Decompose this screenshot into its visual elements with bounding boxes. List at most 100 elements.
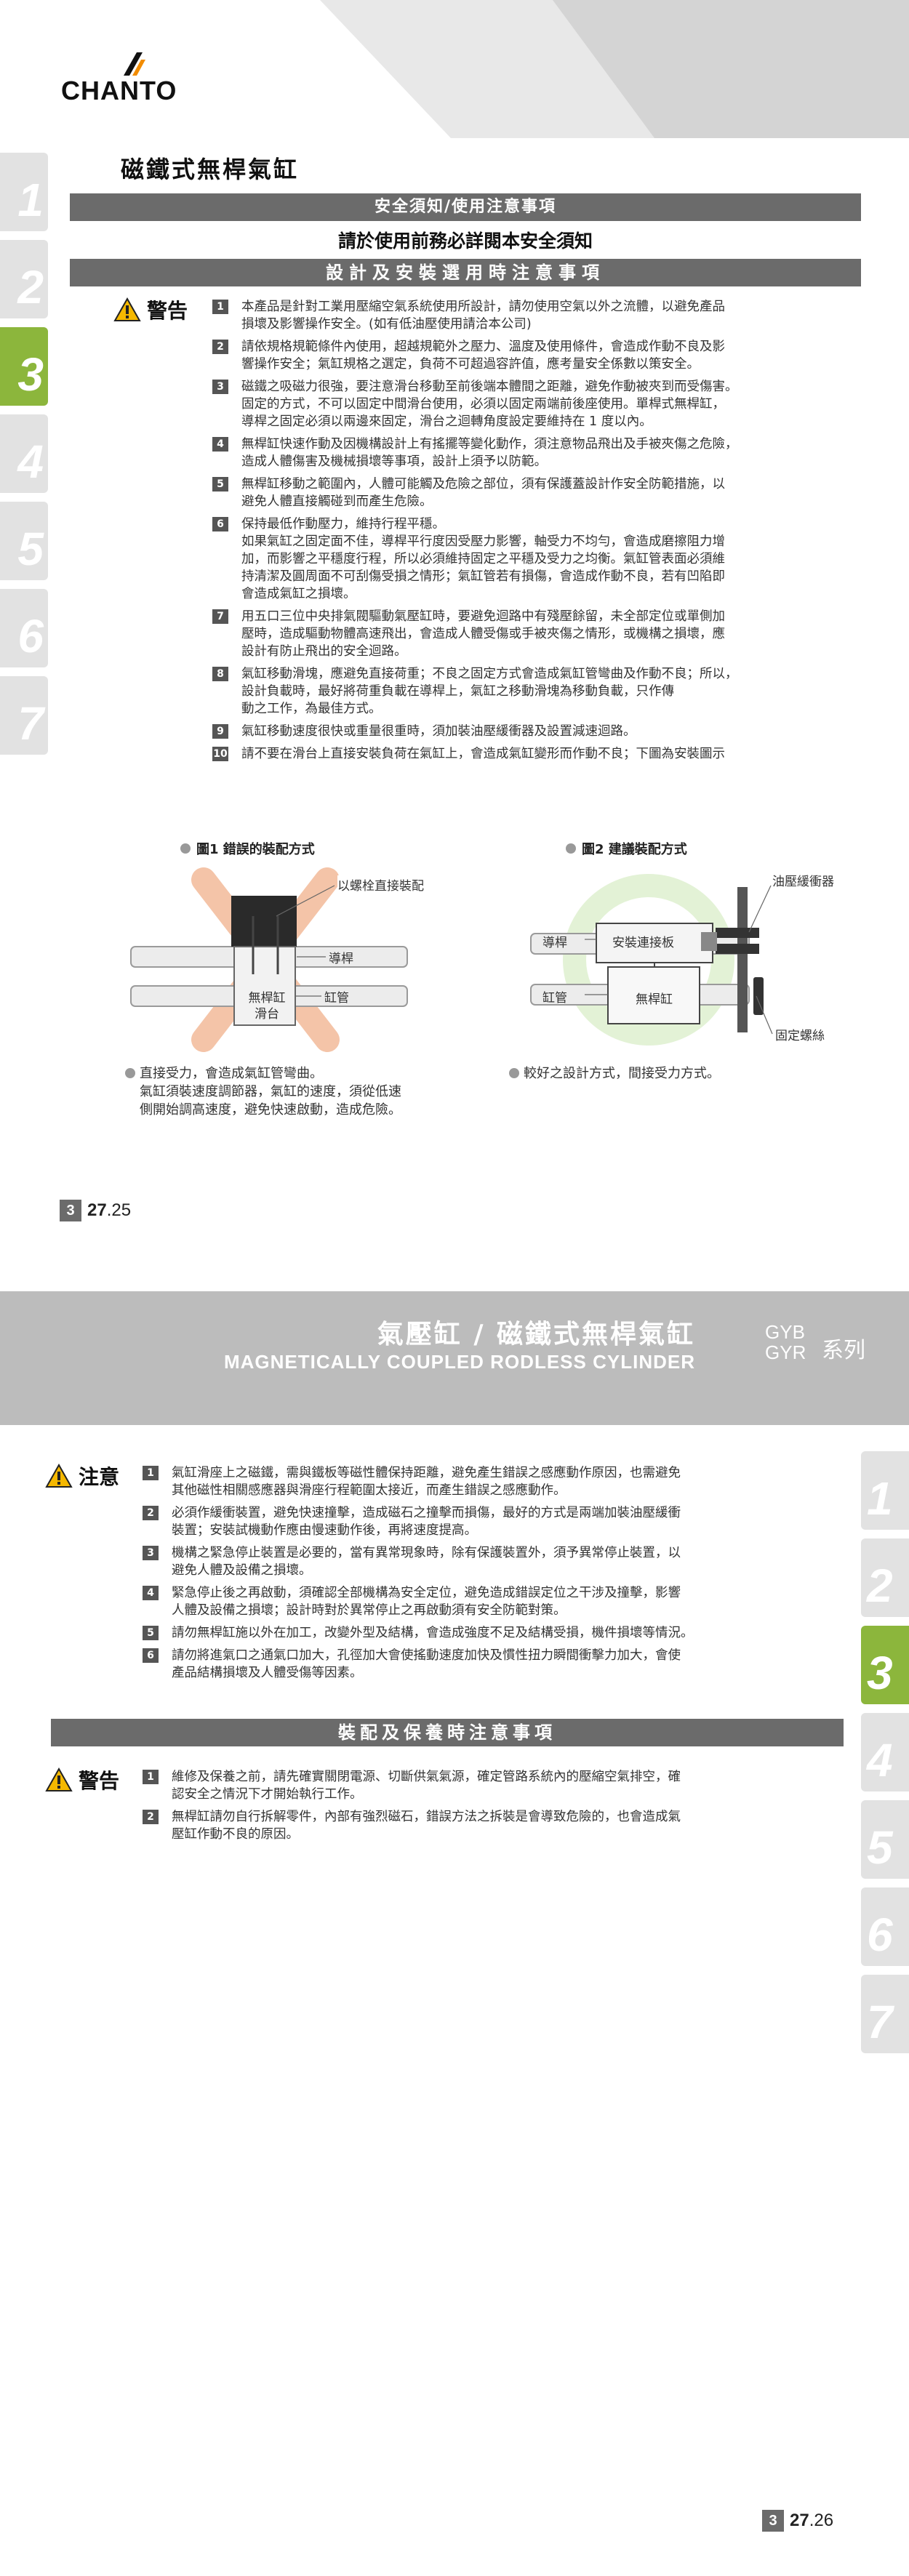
item-number-badge: 9 (212, 724, 228, 739)
item-text-line: 損壞及影響操作安全。(如有低油壓使用請洽本公司) (241, 317, 532, 332)
figure2-label-plate: 安裝連接板 (612, 936, 674, 950)
item-number-badge: 1 (143, 1466, 159, 1480)
chapter-tab-7[interactable]: 7 (861, 1975, 909, 2053)
warning-label-text: 警告 (147, 299, 188, 323)
chapter-tabs-right: 1 2 3 4 5 6 7 (861, 1451, 909, 2062)
chapter-tab-2[interactable]: 2 (861, 1538, 909, 1617)
safety-band: 安全須知/使用注意事項 (70, 193, 861, 221)
item-text-line: 壓時，造成驅動物體高速飛出，會造成人體受傷或手被夾傷之情形，或機構之損壞，應 (241, 627, 725, 641)
item-text-line: 保持最低作動壓力，維持行程平穩。 (241, 517, 445, 531)
item-text-line: 避免人體直接觸碰到而產生危險。 (241, 494, 433, 509)
chapter-tab-1[interactable]: 1 (861, 1451, 909, 1530)
list-item: 5 請勿無桿缸施以外在加工，改變外型及結構，會造成強度不足及結構受損，機件損壞等情… (143, 1624, 797, 1642)
item-text-line: 加，而影響之平穩度行程，所以必須維持固定之平穩及受力之均衡。氣缸管表面必須維 (241, 552, 725, 566)
item-text-line: 機構之緊急停止裝置是必要的，當有異常現象時，除有保護裝置外，須予異常停止裝置，以 (172, 1546, 681, 1560)
item-number-badge: 1 (143, 1770, 159, 1784)
figure1-wrong-assembly (130, 867, 408, 1052)
item-number-badge: 7 (212, 609, 228, 624)
chapter-tab-6[interactable]: 6 (861, 1887, 909, 1966)
safety-notice: 請於使用前務必詳閱本安全須知 (337, 230, 593, 252)
figure1-label-guide: 導桿 (329, 952, 353, 966)
header-series: 系列 (822, 1338, 865, 1363)
header-title-en: MAGNETICALLY COUPLED RODLESS CYLINDER (223, 1351, 695, 1373)
item-text-line: 請勿無桿缸施以外在加工，改變外型及結構，會造成強度不足及結構受損，機件損壞等情況… (172, 1626, 694, 1640)
item-text-line: 用五口三位中央排氣閥驅動氣壓缸時，要避免迴路中有殘壓餘留，未全部定位或單側加 (241, 609, 725, 624)
logo-mark-icon (124, 52, 145, 76)
item-number-badge: 1 (212, 300, 228, 314)
page-number: 3 27.25 (60, 1200, 131, 1221)
chapter-tab-3[interactable]: 3 (861, 1626, 909, 1704)
item-text-line: 請依規格規範條件內使用，超越規範外之壓力、溫度及使用條件，會造成作動不良及影 (241, 340, 725, 354)
chapter-tab-7[interactable]: 7 (0, 676, 48, 755)
list-item: 3 磁鐵之吸磁力很強，要注意滑台移動至前後端本體間之距離，避免作動被夾到而受傷害。… (212, 378, 852, 430)
caution-label: 注意 (45, 1461, 119, 1490)
item-text-line: 氣缸移動滑塊，應避免直接荷重；不良之固定方式會造成氣缸管彎曲及作動不良；所以， (241, 667, 738, 681)
figure1-label-bolt: 以螺栓直接裝配 (337, 875, 424, 894)
item-number-badge: 5 (143, 1626, 159, 1640)
page-number: 3 27.26 (762, 2510, 833, 2532)
chapter-tab-1[interactable]: 1 (0, 153, 48, 231)
list-item: 7 用五口三位中央排氣閥驅動氣壓缸時，要避免迴路中有殘壓餘留，未全部定位或單側加壓… (212, 608, 852, 660)
item-number-badge: 4 (143, 1586, 159, 1600)
item-number-badge: 8 (212, 667, 228, 681)
item-text-line: 無桿缸快速作動及因機構設計上有搖擺等變化動作，須注意物品飛出及手被夾傷之危險， (241, 437, 738, 452)
item-text-line: 避免人體及設備之損壞。 (172, 1563, 312, 1578)
item-number-badge: 10 (212, 747, 228, 761)
item-number-badge: 2 (212, 340, 228, 354)
item-number-badge: 6 (143, 1648, 159, 1663)
item-text-line: 磁鐵之吸磁力很強，要注意滑台移動至前後端本體間之距離，避免作動被夾到而受傷害。 (241, 380, 738, 394)
figure1-label-tube: 缸管 (324, 991, 349, 1006)
chapter-tab-6[interactable]: 6 (0, 589, 48, 667)
page-27-26: 氣壓缸 / 磁鐵式無桿氣缸 MAGNETICALLY COUPLED RODLE… (0, 1265, 909, 2576)
item-number-badge: 6 (212, 517, 228, 531)
item-text-line: 維修及保養之前，請先確實關閉電源、切斷供氣氣源，確定管路系統內的壓縮空氣排空，確 (172, 1770, 681, 1784)
warning-label-2: 警告 (45, 1765, 119, 1794)
bullet-icon (566, 843, 576, 854)
warning-icon (45, 1768, 73, 1791)
figure2-title: 圖2 建議裝配方式 (566, 839, 687, 858)
warning-label: 警告 (113, 295, 188, 324)
figure2-label-absorber: 油壓緩衝器 (772, 875, 834, 889)
item-number-badge: 3 (143, 1546, 159, 1560)
item-text-line: 人體及設備之損壞；設計時對於異常停止之再啟動須有安全防範對策。 (172, 1603, 566, 1618)
item-number-badge: 3 (212, 380, 228, 394)
list-item: 4 緊急停止後之再啟動，須確認全部機構為安全定位，避免造成錯誤定位之干涉及撞擊，影… (143, 1584, 797, 1619)
chapter-tab-5[interactable]: 5 (0, 502, 48, 580)
figure2-label-tube: 缸管 (542, 991, 567, 1006)
catalog-header (0, 1291, 909, 1425)
chapter-tab-5[interactable]: 5 (861, 1800, 909, 1879)
item-text-line: 認安全之情況下才開始執行工作。 (172, 1787, 363, 1802)
warning-icon (113, 297, 141, 321)
item-text-line: 緊急停止後之再啟動，須確認全部機構為安全定位，避免造成錯誤定位之干涉及撞擊，影響 (172, 1586, 681, 1600)
item-text-line: 設計有防止飛出的安全迴路。 (241, 644, 407, 659)
list-item: 8 氣缸移動滑塊，應避免直接荷重；不良之固定方式會造成氣缸管彎曲及作動不良；所以，… (212, 665, 852, 718)
page-27-25: CHANTO 1 2 3 4 5 6 7 磁鐵式無桿氣缸 安全須知/使用注意事項… (0, 0, 909, 1265)
chapter-tab-3[interactable]: 3 (0, 327, 48, 406)
item-text-line: 導桿之固定必須以兩邊來固定，滑台之迴轉角度設定要維持在 1 度以內。 (241, 414, 652, 429)
header-models: GYB GYR (765, 1321, 806, 1363)
item-text-line: 請勿將進氣口之通氣口加大，孔徑加大會使搖動速度加快及慣性扭力瞬間衝擊力加大，會使 (172, 1648, 681, 1663)
chapter-tabs: 1 2 3 4 5 6 7 (0, 153, 48, 763)
maintenance-band: 裝配及保養時注意事項 (51, 1719, 844, 1746)
chapter-tab-4[interactable]: 4 (0, 414, 48, 493)
item-text-line: 設計負載時，最好將荷重負載在導桿上，氣缸之移動滑塊為移動負載，只作傳 (241, 684, 674, 699)
chapter-tab-4[interactable]: 4 (861, 1713, 909, 1791)
caution-icon (45, 1464, 73, 1488)
figure1-label-body: 無桿缸 滑台 (248, 991, 286, 1022)
item-text-line: 裝置；安裝試機動作應由慢速動作後，再將速度提高。 (172, 1523, 477, 1538)
item-number-badge: 5 (212, 477, 228, 491)
chapter-tab-2[interactable]: 2 (0, 240, 48, 318)
item-text-line: 必須作緩衝裝置，避免快速撞擊，造成磁石之撞擊而損傷，最好的方式是兩端加裝油壓緩衝 (172, 1506, 681, 1520)
list-item: 1 維修及保養之前，請先確實關閉電源、切斷供氣氣源，確定管路系統內的壓縮空氣排空，… (143, 1768, 797, 1803)
item-text-line: 持清潔及圓周面不可刮傷受損之情形；氣缸管若有損傷，會造成作動不良，若有凹陷即 (241, 569, 725, 584)
